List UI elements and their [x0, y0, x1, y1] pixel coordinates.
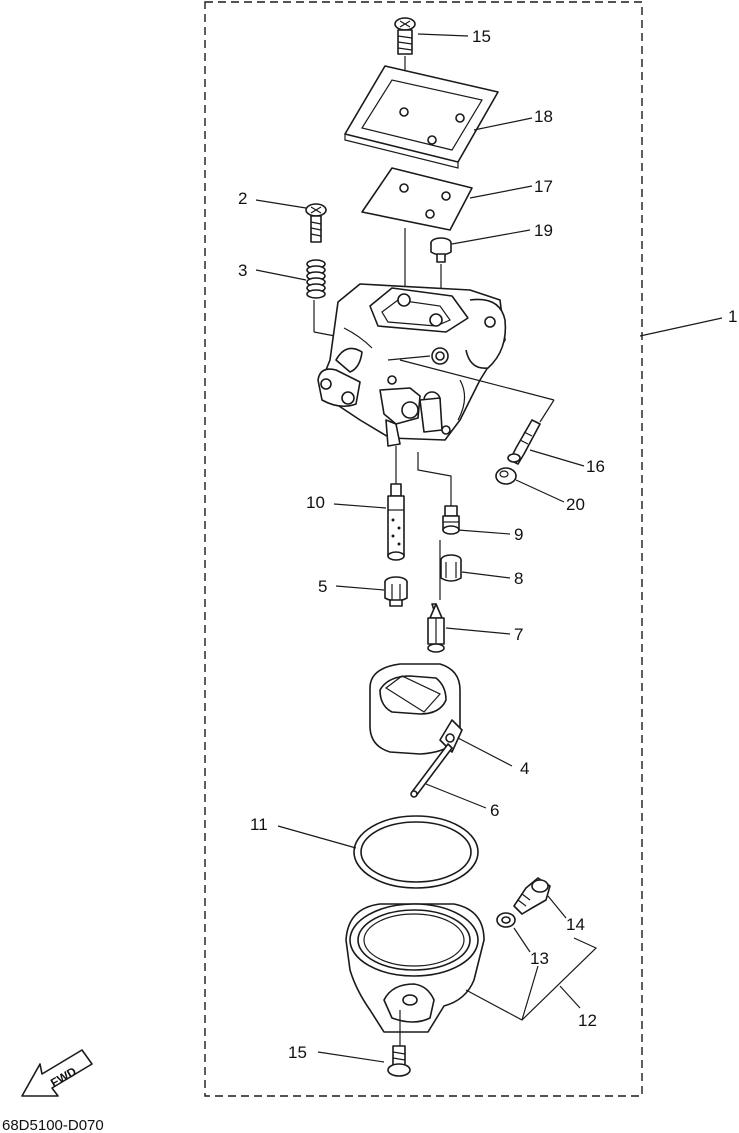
- part-washer: [496, 912, 516, 928]
- callout-3: 3: [238, 261, 247, 280]
- callout-2: 2: [238, 189, 247, 208]
- callout-8: 8: [514, 569, 523, 588]
- forward-direction-arrow: FWD: [21, 1049, 93, 1097]
- callout-18: 18: [534, 107, 553, 126]
- part-cap: [495, 467, 517, 485]
- callout-1: 1: [728, 307, 737, 326]
- part-float-bowl-gasket: [353, 815, 479, 889]
- callout-12: 12: [578, 1011, 597, 1030]
- part-gasket: [361, 167, 473, 231]
- part-pilot-jet: [442, 505, 460, 535]
- part-cover-plate: [344, 65, 499, 169]
- callout-13: 13: [530, 949, 549, 968]
- callout-7: 7: [514, 625, 523, 644]
- callout-17: 17: [534, 177, 553, 196]
- callout-11: 11: [250, 815, 268, 834]
- part-carburetor-body: [317, 283, 507, 447]
- part-nozzle-plug: [384, 576, 408, 607]
- part-screw-top: [394, 17, 416, 55]
- callout-4: 4: [520, 759, 529, 778]
- part-float: [369, 663, 463, 755]
- assembly-boundary-frame: [204, 1, 643, 1097]
- part-main-jet: [440, 554, 462, 582]
- part-float-chamber: [345, 903, 485, 1033]
- callout-6: 6: [490, 801, 499, 820]
- part-bolt: [513, 877, 551, 915]
- callout-10: 10: [306, 493, 325, 512]
- callout-14: 14: [566, 915, 585, 934]
- part-main-nozzle: [387, 483, 405, 561]
- callout-15-bottom: 15: [288, 1043, 307, 1062]
- part-spring: [306, 259, 326, 299]
- callout-16: 16: [586, 457, 605, 476]
- part-pilot-screw: [305, 203, 327, 243]
- callout-20: 20: [566, 495, 585, 514]
- part-needle-valve: [427, 603, 445, 653]
- part-drain-screw: [387, 1045, 411, 1077]
- part-idle-screw: [507, 419, 541, 465]
- part-float-pin: [410, 743, 453, 798]
- callout-5: 5: [318, 577, 327, 596]
- callout-15-top: 15: [472, 27, 491, 46]
- callout-19: 19: [534, 221, 553, 240]
- part-plug: [430, 237, 452, 263]
- callout-9: 9: [514, 525, 523, 544]
- drawing-code: 68D5100-D070: [2, 1117, 104, 1133]
